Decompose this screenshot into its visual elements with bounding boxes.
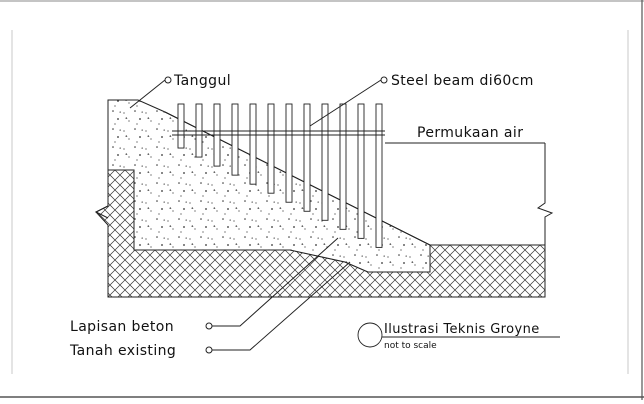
title-circle-icon xyxy=(357,322,383,348)
steel-beam xyxy=(375,103,383,248)
leader-lapisan-beton xyxy=(205,237,339,330)
soil-break-symbol xyxy=(94,205,109,219)
steel-beam xyxy=(267,103,275,194)
title-block: Ilustrasi Teknis Groyne not to scale xyxy=(357,322,560,351)
leader-steel-beam xyxy=(309,76,388,127)
steel-beam xyxy=(357,103,365,239)
label-lapisan-beton: Lapisan beton xyxy=(70,319,174,335)
water-break-symbol xyxy=(536,143,554,245)
label-steel-beam: Steel beam di60cm xyxy=(391,73,534,89)
leader-tanah-existing xyxy=(205,261,351,354)
title-note: not to scale xyxy=(384,341,437,351)
steel-beam xyxy=(339,103,347,230)
label-tanggul: Tanggul xyxy=(173,73,231,89)
steel-beam xyxy=(303,103,311,212)
steel-beam xyxy=(321,103,329,221)
concrete-slope-line xyxy=(164,111,431,246)
steel-beam xyxy=(177,103,185,149)
title-text: Ilustrasi Teknis Groyne xyxy=(384,322,540,337)
leader-tanggul xyxy=(129,76,172,109)
steel-beam xyxy=(231,103,239,176)
label-tanah-existing: Tanah existing xyxy=(69,343,176,359)
steel-beam xyxy=(249,103,257,185)
steel-beam xyxy=(285,103,293,203)
label-permukaan-air: Permukaan air xyxy=(417,125,523,141)
